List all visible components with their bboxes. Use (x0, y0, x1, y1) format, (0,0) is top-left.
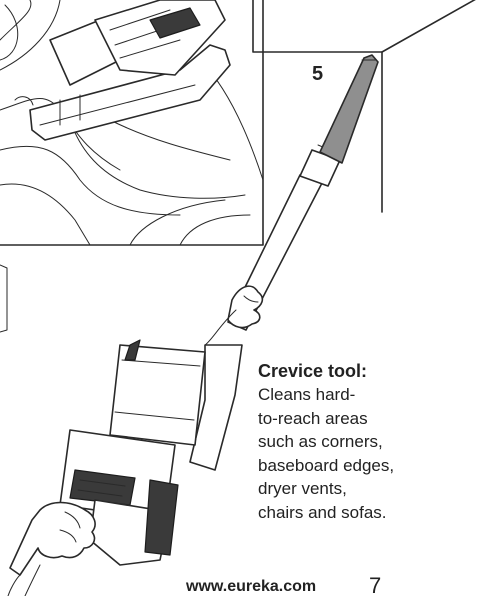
hand-illustration (204, 285, 264, 346)
crevice-tool-title: Crevice tool: (258, 361, 368, 381)
page-number: 7 (369, 573, 382, 598)
lower-hand-illustration (7, 501, 96, 596)
crevice-tool-text: Cleans hard- to-reach areas such as corn… (258, 385, 395, 522)
footer-website: www.eureka.com (186, 578, 317, 595)
stick-vacuum-illustration (59, 339, 243, 566)
wall-corner-illustration (252, 0, 476, 213)
step-number: 5 (312, 63, 324, 85)
crevice-tool-description: Crevice tool: Cleans hard- to-reach area… (258, 359, 488, 524)
car-seat-illustration-panel (0, 0, 264, 246)
edge-object-illustration (0, 264, 8, 333)
